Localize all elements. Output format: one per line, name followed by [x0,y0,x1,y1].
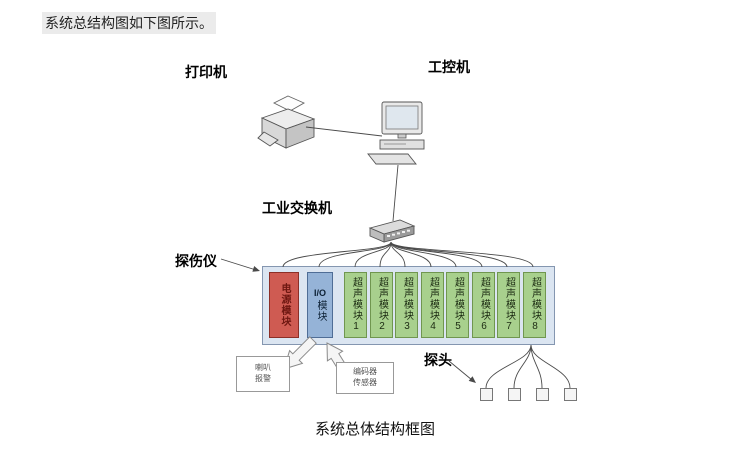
ultrasonic-module-8: 超声模块8 [523,272,546,338]
printer-icon [257,95,316,149]
encoder-box-label: 编码器传感器 [353,367,377,387]
probe-square [536,388,549,401]
computer-label: 工控机 [428,59,470,75]
detector-box: 电源模块 I/O 模块 超声模块1 超声模块2 超声模块3 超声模块4 超声模块… [262,266,555,345]
probe-pointer-line [448,360,473,381]
probe-arrowhead-icon [468,376,476,383]
ultrasonic-module-1: 超声模块1 [344,272,367,338]
detector-label: 探伤仪 [175,253,217,269]
encoder-box: 编码器传感器 [336,362,394,394]
power-module: 电源模块 [269,272,299,338]
intro-text: 系统总结构图如下图所示。 [42,12,216,34]
computer-switch-wire [392,164,399,222]
ultrasonic-module-5: 超声模块5 [446,272,469,338]
ultrasonic-module-6: 超声模块6 [472,272,495,338]
ultrasonic-module-2: 超声模块2 [370,272,393,338]
detector-pointer-line [220,258,257,271]
detector-arrowhead-icon [252,266,260,272]
printer-label: 打印机 [185,64,227,80]
ultrasonic-module-4: 超声模块4 [421,272,444,338]
probe-square [480,388,493,401]
io-module-label-bottom: 模块 [315,300,326,322]
network-switch-icon [368,219,416,243]
alarm-box: 喇叭报警 [236,356,290,392]
alarm-box-label: 喇叭报警 [255,363,271,383]
diagram-caption: 系统总体结构框图 [314,421,435,438]
desktop-computer-icon [367,101,425,165]
ultrasonic-module-3: 超声模块3 [395,272,418,338]
io-module-label-top: I/O [313,288,326,298]
probe-square [508,388,521,401]
ultrasonic-module-7: 超声模块7 [497,272,520,338]
io-module: I/O 模块 [307,272,333,338]
switch-label: 工业交换机 [262,200,332,216]
probe-label: 探头 [424,352,452,368]
probe-square [564,388,577,401]
